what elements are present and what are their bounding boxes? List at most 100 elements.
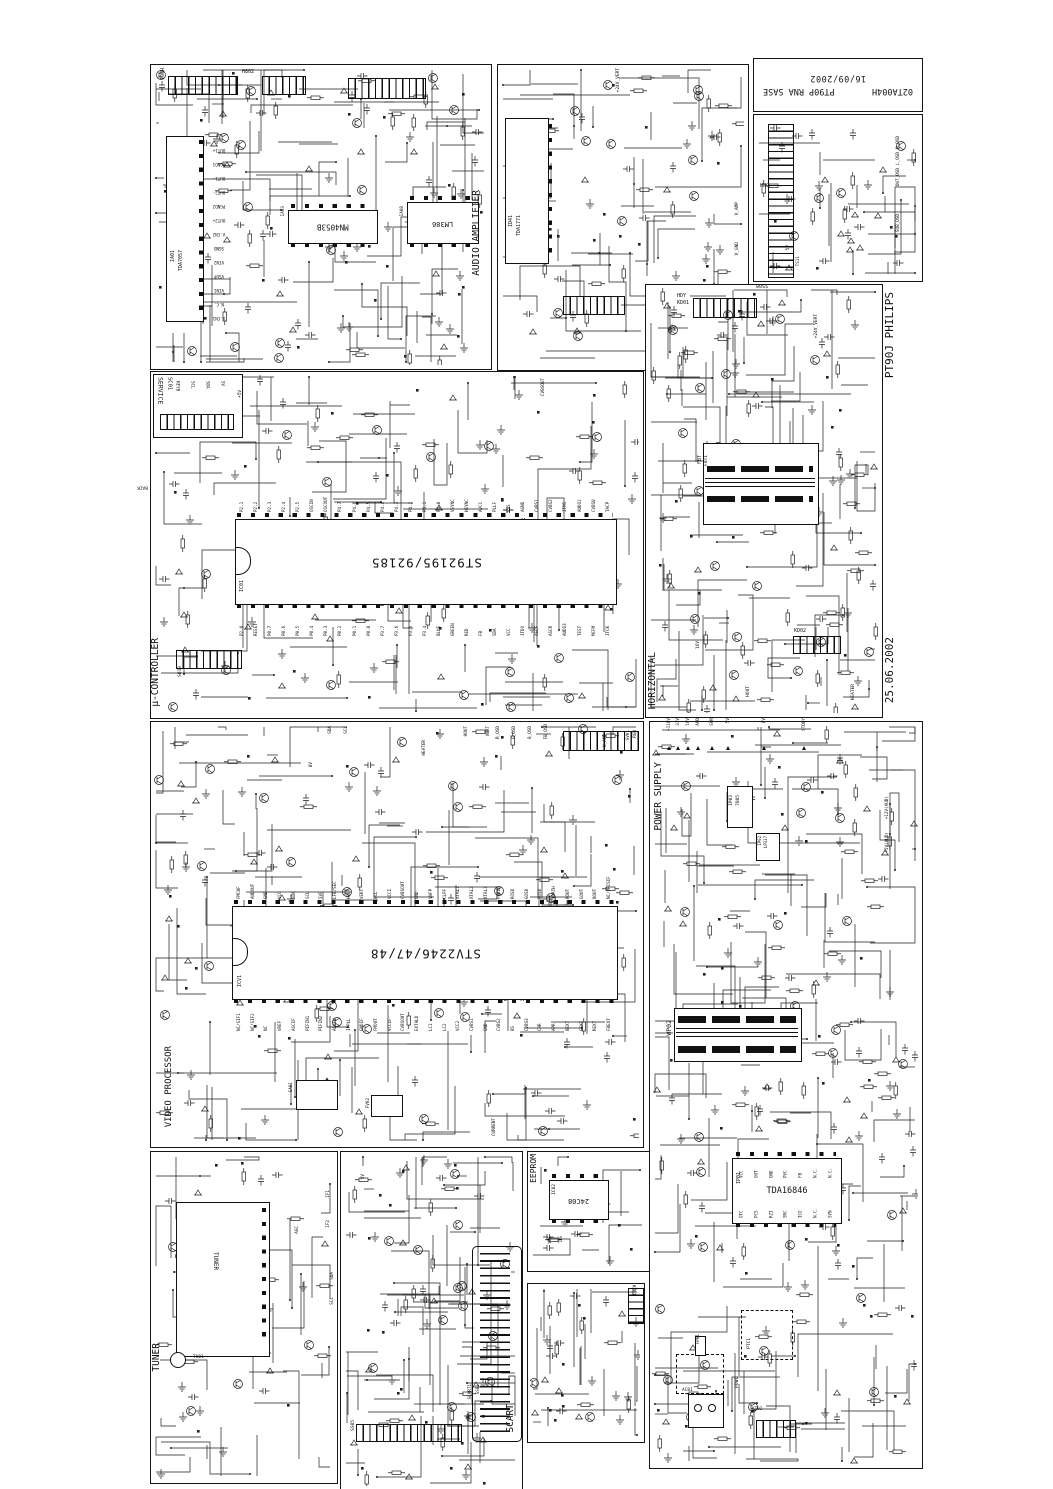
signal-label: FB_OSD [544, 724, 549, 740]
title-block-text: 02TA004H PT90P RNA SASE 16/09/2002 [754, 59, 922, 111]
pin-label: GND [767, 1170, 773, 1178]
pin-label: AUDO3 [562, 623, 568, 636]
pin-label: IFPLL [345, 1018, 351, 1031]
pin-label: P0.3 [323, 625, 329, 636]
ic-label: 24C08 [568, 1196, 590, 1205]
signal-label: KD02 [794, 628, 807, 634]
pin-label: BOUT [592, 888, 598, 899]
signal-label: CURRENT [492, 1118, 497, 1137]
pin-label: GND [482, 1023, 488, 1031]
signal-label: HORIZONTAL [647, 652, 658, 710]
signal-label: SS05 [351, 1420, 356, 1431]
ic-label: STV2246/47/48 [369, 946, 481, 962]
pin-label: IDATH [550, 886, 556, 899]
pin-label: VCCI [386, 888, 392, 899]
pin-label: FB [477, 630, 483, 636]
signal-label: B_OSD [528, 726, 533, 739]
signal-label: TU01 [193, 1355, 204, 1360]
pin-label: GOUT [578, 888, 584, 899]
pin-label: SDA [205, 381, 211, 389]
pin-label: NC/PRCSIF [605, 876, 611, 899]
signal-label: SCL [330, 1297, 335, 1305]
signal-label: V_AMP [735, 202, 740, 216]
pin-label: VCC2 [455, 1020, 460, 1031]
pin-label: TACP [604, 501, 610, 512]
ic-label: ST92195/92185 [370, 555, 482, 571]
antenna-input [170, 1352, 186, 1368]
pin-label: VIN1 [213, 288, 225, 293]
ic-lm386-pads-top [410, 196, 474, 201]
pin-label: P0.7 [267, 625, 273, 636]
pin-label: LC2 [441, 1023, 447, 1031]
power-rail-label: AUD [696, 718, 701, 726]
pin-label: P2.5 [295, 501, 301, 512]
pin-label: N.C. [812, 1207, 818, 1218]
pin-label: BOSD [537, 888, 543, 899]
ic-stv2246: STV2246/47/48 [232, 906, 618, 1000]
signal-label: FBT [697, 455, 703, 465]
pin-label: GEXT [578, 1020, 584, 1031]
signal-label: VIDEO PROCESSOR [164, 1046, 174, 1128]
signal-label: 16V [696, 641, 701, 650]
signal-label: SA01 [289, 1082, 294, 1093]
pin-label: VREF [276, 1020, 282, 1031]
pin-label: SYN [827, 1210, 833, 1218]
signal-label: 5V [786, 245, 791, 251]
signal-label: CVBSOUT [541, 378, 546, 397]
pin-label: P4.1 [421, 501, 427, 512]
pin-label: SCL [190, 381, 196, 389]
signal-label: PT90J PHILIPS [883, 292, 896, 379]
pin-label: N.C. [812, 1167, 818, 1178]
fbt-winding-bottom [707, 496, 813, 502]
signal-label: SS08 [756, 282, 769, 288]
ic-stv2246-pads-top [234, 900, 614, 905]
pin-label: OUT1+ [212, 148, 226, 153]
ic-st92195: ST92195/92185 [235, 519, 617, 605]
signal-label: 25.06.2002 [883, 637, 896, 704]
fbt-winding-top [707, 466, 813, 472]
pin-label: P2.2 [252, 501, 258, 512]
connector-hdy-upper [563, 296, 625, 315]
connector-kt02 [756, 1420, 796, 1438]
wp02-winding-top [678, 1016, 796, 1023]
tuner-can-tu01 [176, 1202, 270, 1357]
title-block: 02TA004H PT90P RNA SASE 16/09/2002 [753, 58, 923, 112]
pin-label: BCL [372, 891, 378, 899]
ic-24c08: 24C08 [549, 1180, 609, 1220]
drawing-ref: 02TA004H [872, 86, 913, 97]
signal-label: HOUT [464, 726, 469, 737]
connector-ss05 [356, 1424, 462, 1442]
ic-24c08-pads-bottom [552, 1219, 604, 1224]
pin-label: SRC [782, 1210, 788, 1218]
signal-label: BACK [137, 484, 148, 490]
pin-label: OUT2- [212, 190, 226, 195]
pin-label: SGND [213, 246, 225, 251]
signal-label: ID41 [508, 215, 514, 228]
pin-label: CHR [537, 1023, 543, 1031]
pin-label: GREEN [449, 623, 455, 636]
pin-label: ROSD [509, 888, 515, 899]
signal-label: HEATER [422, 740, 427, 756]
ic-st92195-pads-top [237, 513, 613, 518]
wp02-core-line [676, 1028, 798, 1030]
signal-label: KD01 [677, 300, 690, 306]
pin-label: JTCK [604, 625, 610, 636]
signal-label: ICV1 [237, 975, 243, 988]
power-rail-label: 5V [726, 718, 731, 724]
pin-label: KEYB [175, 381, 181, 392]
pin-label: RESET [252, 623, 258, 636]
pin-label: AUDO2 [576, 499, 582, 512]
signal-label: IC01 [239, 580, 245, 593]
signal-label: HNC [760, 183, 770, 189]
signal-label: AUDIO AMPLIFIER [471, 190, 482, 276]
pin-label: PVC [782, 1170, 788, 1178]
power-rail-label: STDBY [802, 718, 807, 731]
signal-label: FP01 [696, 1334, 701, 1345]
pin-label: P4.6 [351, 501, 357, 512]
wp02-core-line [676, 1036, 798, 1038]
signal-label: R_OSD [496, 726, 501, 739]
pin-label: AGND [520, 501, 526, 512]
signal-label: SCART [505, 1404, 516, 1433]
pin-label: AVCC [477, 501, 483, 512]
pin-label: VERT [359, 888, 365, 899]
